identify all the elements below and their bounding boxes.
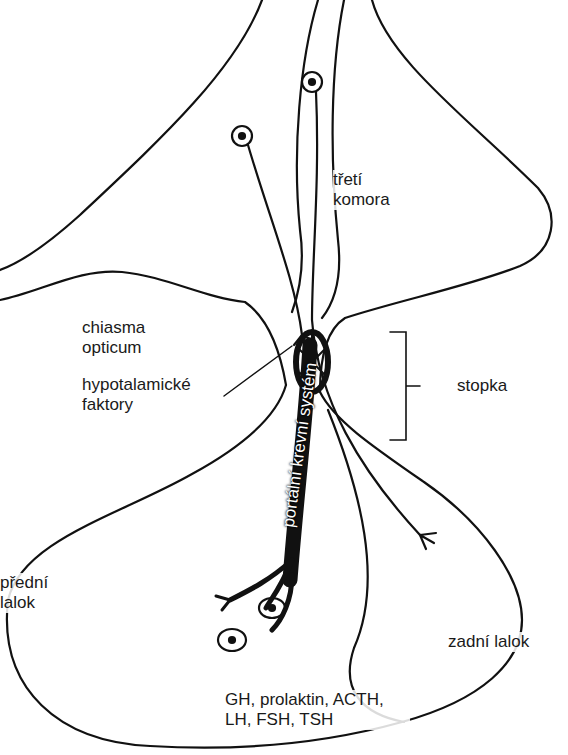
- ventricle-wall: [322, 0, 344, 318]
- portal-system: [216, 332, 328, 630]
- structure-label: hypotalamické faktory: [82, 375, 222, 415]
- cell-nucleus: [229, 637, 235, 643]
- structure-label: stopka: [457, 376, 537, 396]
- structure-label: přední lalok: [0, 573, 70, 613]
- lobe-border: [328, 410, 404, 722]
- brain-outline: [320, 0, 552, 392]
- structure-label: zadní lalok: [448, 632, 568, 652]
- neuron-body: [232, 126, 252, 146]
- secretory-cell: [218, 629, 246, 651]
- neuron-body: [302, 72, 322, 92]
- neuron-nucleus: [239, 133, 245, 139]
- portal-branches: [230, 560, 292, 630]
- stalk-bracket: [390, 332, 420, 440]
- pituitary-outline: [7, 385, 522, 748]
- hypothalamus-outline: [0, 0, 262, 270]
- neuron-nucleus: [309, 79, 315, 85]
- portal-branches: [216, 596, 230, 610]
- chiasma-outline: [0, 272, 286, 385]
- structure-label: chiasma opticum: [82, 318, 164, 358]
- leader-line: [224, 346, 292, 396]
- structure-label: třetí komora: [333, 170, 411, 210]
- hormone-list: GH, prolaktin, ACTH, LH, FSH, TSH: [225, 690, 410, 730]
- axon-ending: [420, 533, 436, 549]
- axon: [248, 145, 302, 335]
- axon: [312, 92, 420, 535]
